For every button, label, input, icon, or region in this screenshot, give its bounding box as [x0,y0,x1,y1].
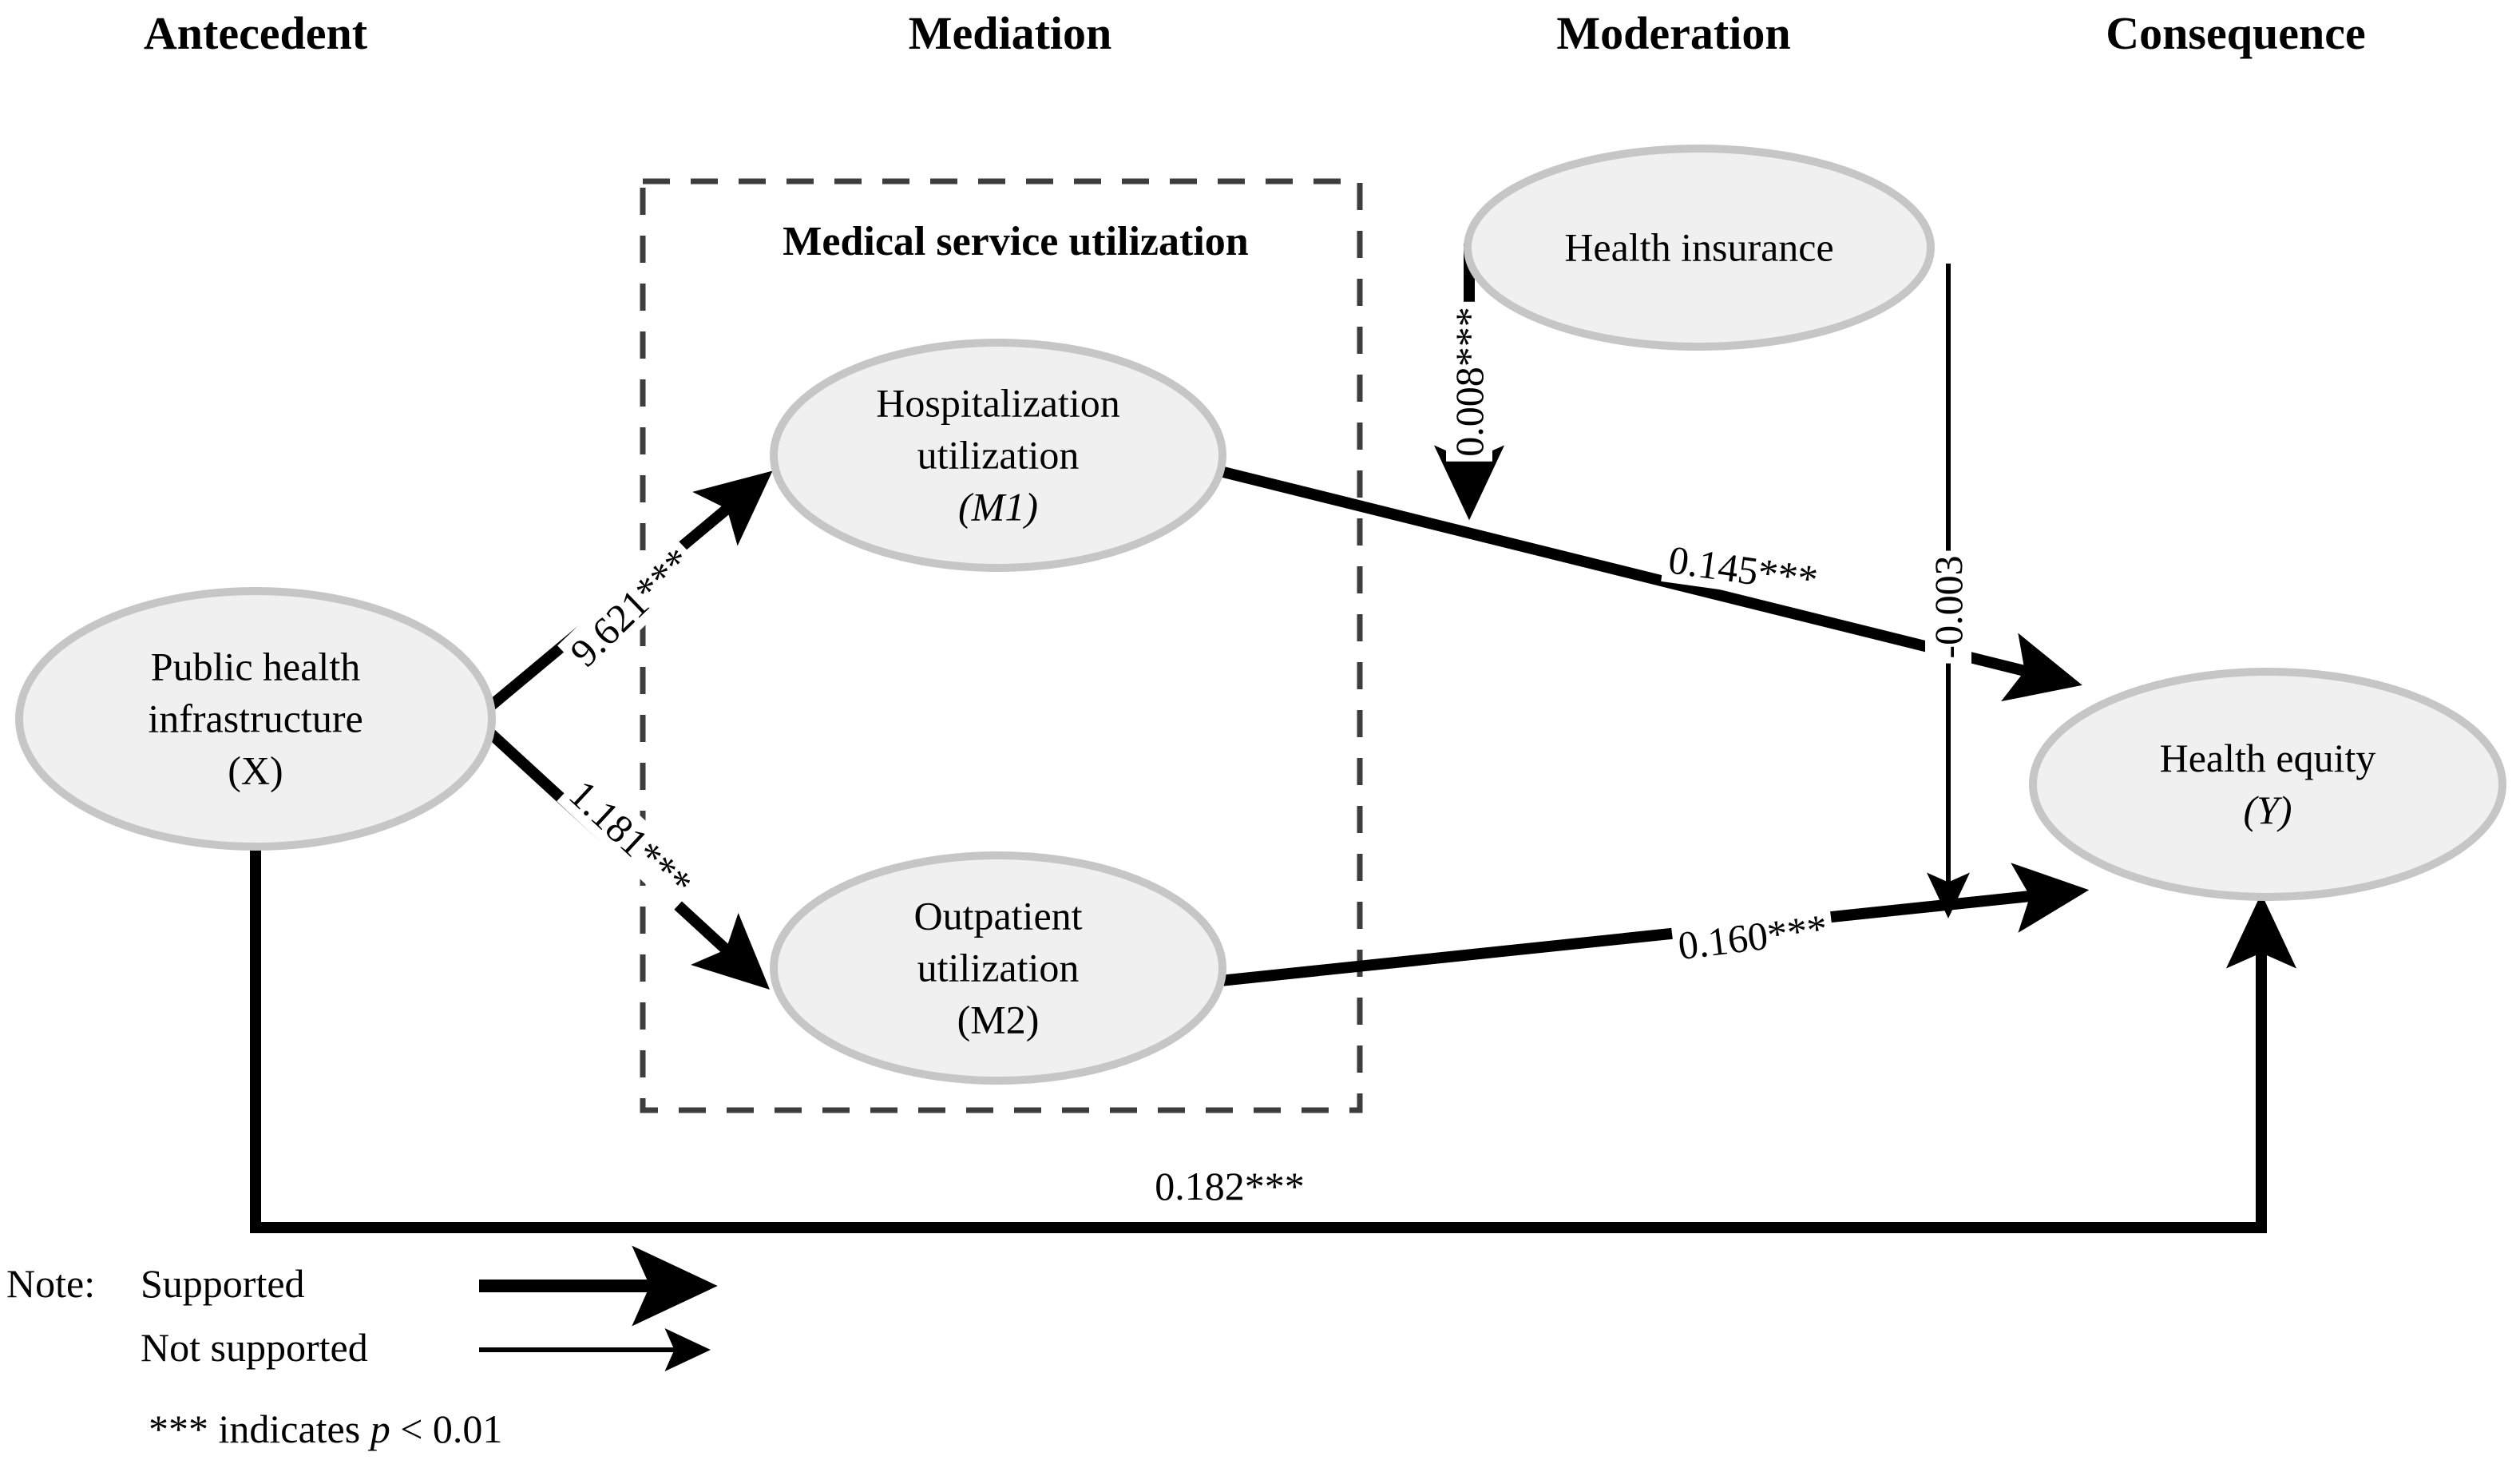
legend-item-supported-label: Supported [141,1261,305,1306]
significance-suffix: < 0.01 [390,1407,503,1451]
column-header-consequence: Consequence [2106,7,2366,59]
mediation-group-title: Medical service utilization [783,219,1249,264]
node-public-health-infrastructure[interactable] [15,587,496,851]
arrow-x-to-y-direct [250,847,2297,1233]
legend-significance-note: *** indicates p < 0.01 [149,1406,502,1452]
node-health-insurance[interactable] [1464,145,1935,351]
column-header-moderation: Moderation [1556,7,1791,59]
legend-note-label: Note: [6,1261,96,1306]
node-hospitalization-utilization[interactable] [770,339,1226,572]
node-health-equity[interactable] [2029,668,2506,901]
significance-prefix: *** indicates [149,1407,370,1451]
mediation-group-box [640,178,1363,1113]
node-outpatient-utilization[interactable] [770,851,1226,1085]
column-header-mediation: Mediation [908,7,1112,59]
legend-item-not-supported-label: Not supported [141,1325,368,1370]
significance-symbol: p [370,1407,390,1451]
path-label-x-to-y-direct: 0.182*** [1150,1163,1310,1209]
path-label-moderation-m1: 0.008*** [1446,302,1492,462]
path-label-moderation-m2: -0.003 [1925,550,1971,664]
column-header-antecedent: Antecedent [143,7,368,59]
